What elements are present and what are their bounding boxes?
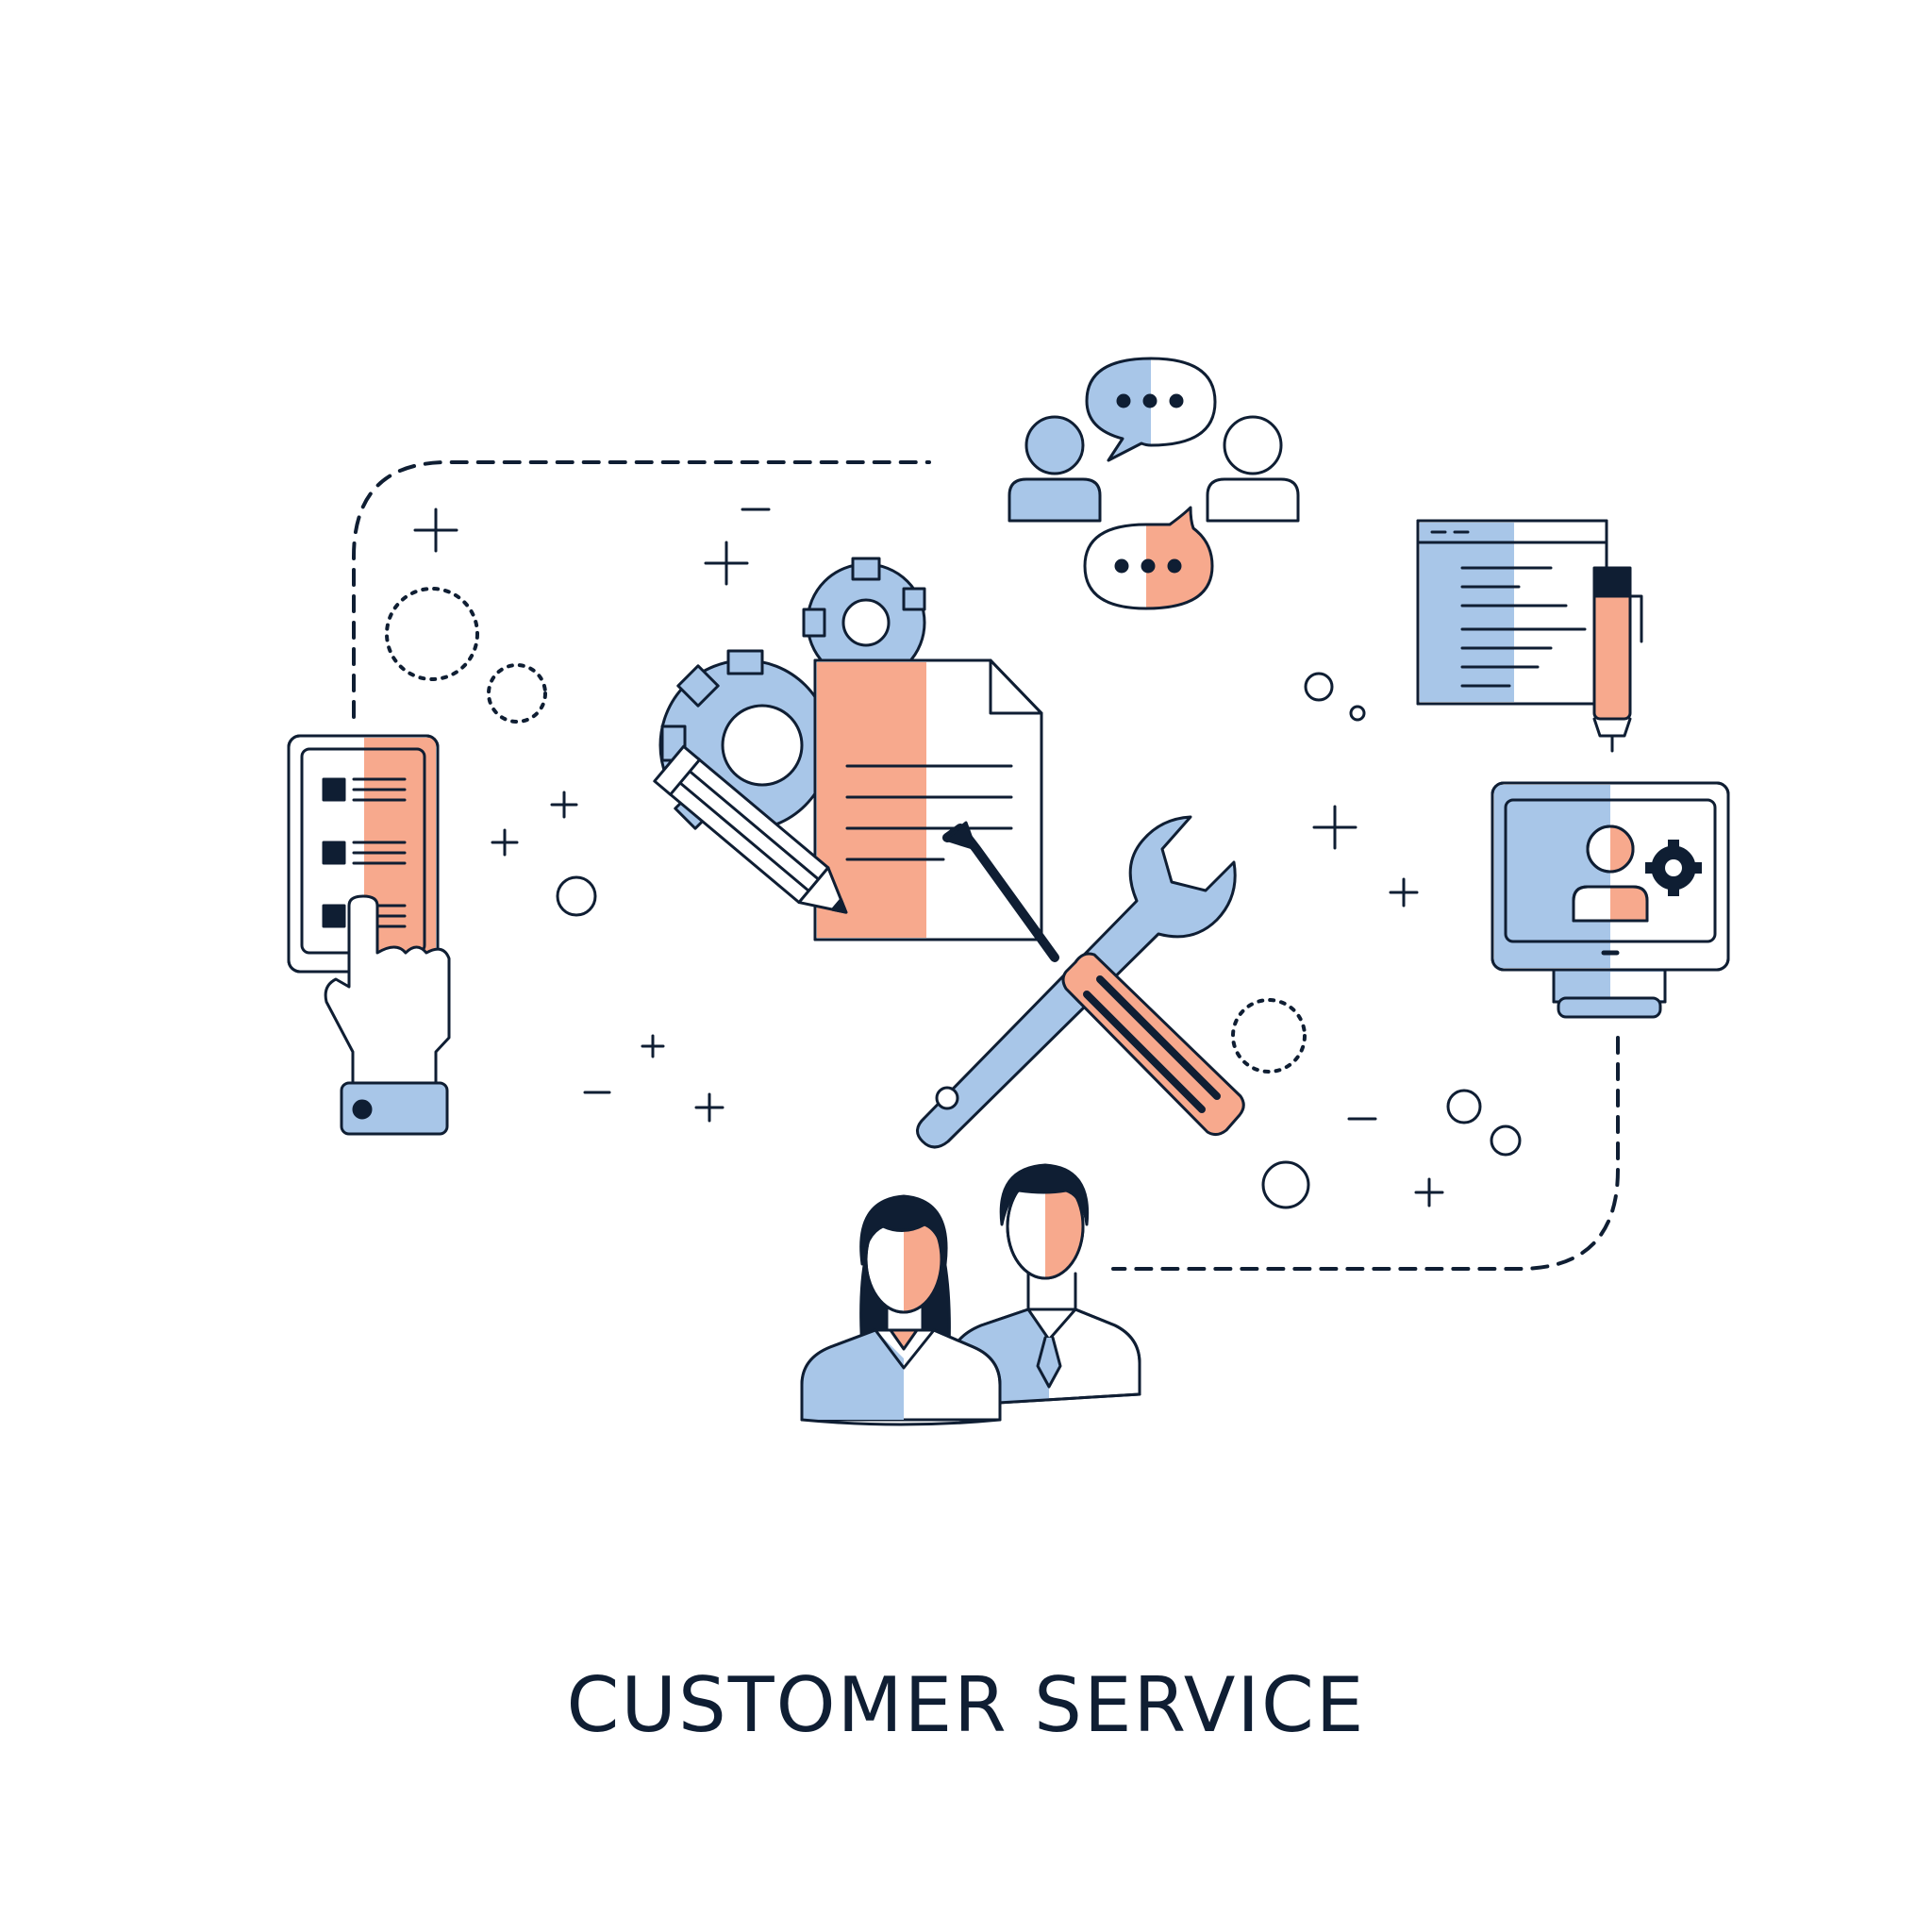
support-team-icon: [800, 1163, 1141, 1426]
chat-users-icon: [1008, 357, 1300, 610]
monitor-user-settings-icon: [1491, 781, 1730, 1019]
pencil-icon: [653, 744, 848, 914]
pointing-hand-icon: [324, 894, 451, 1136]
page-title: CUSTOMER SERVICE: [566, 1661, 1366, 1749]
screwdriver-icon: [942, 821, 1245, 1137]
document-icon: [813, 658, 1043, 941]
pen-icon: [1592, 566, 1643, 753]
code-editor-icon: [1416, 519, 1608, 706]
decorative-sparkles: [385, 508, 1522, 1209]
dashed-connector-bottom: [1111, 1036, 1620, 1271]
dashed-connector-top: [352, 460, 931, 719]
